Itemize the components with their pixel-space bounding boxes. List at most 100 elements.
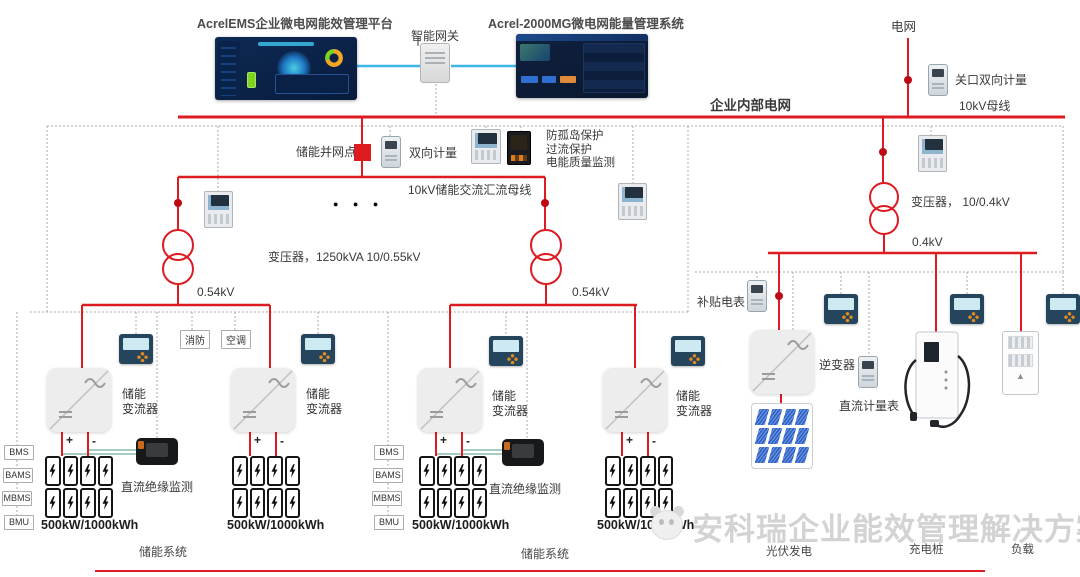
battery-cell (454, 488, 470, 518)
dc-plus-label: + (626, 433, 634, 447)
battery-cell (436, 488, 452, 518)
battery-cell (45, 456, 61, 486)
capacity-label: 500kW/1000kWh (227, 518, 325, 532)
mbms-box: MBMS (2, 491, 32, 506)
pcs-converter-icon (231, 368, 295, 432)
battery-cell (62, 456, 78, 486)
pcs-label-line1: 储能 (492, 389, 517, 403)
battery-cell (622, 488, 638, 518)
lv-voltage-right-label: 0.54kV (572, 285, 610, 299)
dc-meter-icon (858, 356, 878, 388)
warning-triangle-icon: ▲ (1016, 371, 1025, 381)
lv-voltage-left-label: 0.54kV (197, 285, 235, 299)
bams-box: BAMS (373, 468, 403, 483)
pcs-label-line1: 储能 (676, 389, 701, 403)
pcs-label-line2: 变流器 (676, 404, 713, 418)
subsidy-meter-icon (747, 280, 767, 312)
protection-label-line2: 过流保护 (546, 143, 592, 156)
screen-decor (542, 76, 556, 83)
screen-decor (520, 44, 550, 61)
pcs-converter-icon (418, 368, 482, 432)
screen-decor (516, 34, 648, 41)
solar-cell (767, 447, 783, 463)
dc-plus-label: + (440, 433, 448, 447)
screen-decor (560, 76, 576, 83)
protection-label-line3: 电能质量监测 (546, 157, 615, 169)
charging-pile-icon (901, 330, 971, 434)
pcs-meter-icon (671, 336, 705, 366)
battery-cell (657, 456, 673, 486)
logo-decor (650, 506, 661, 517)
pcs-converter-icon (603, 368, 667, 432)
pcc-square-icon (354, 144, 371, 161)
storage-system-label: 储能系统 (521, 547, 570, 561)
pcs-label-line2: 变流器 (122, 402, 159, 416)
load-panel-decor (1008, 354, 1033, 367)
hvac-box: 空调 (221, 330, 251, 349)
insulation-monitor-icon (502, 439, 544, 466)
dc-plus-label: + (66, 433, 74, 447)
smart-gateway-icon (417, 36, 450, 83)
storage-transformer-label: 变压器，1250kVA 10/0.55kV (268, 250, 421, 264)
gateway-metering-label: 关口双向计量 (955, 73, 1028, 87)
solar-cell (767, 428, 783, 444)
capacity-label: 500kW/1000kWh (41, 518, 139, 532)
bidirectional-meter-icon (381, 136, 401, 168)
ems-dashboard-screen (215, 37, 357, 100)
screen-decor (257, 42, 315, 46)
mbms-box: MBMS (372, 491, 402, 506)
gateway-label: 智能网关 (411, 29, 460, 43)
battery-cell (284, 488, 300, 518)
battery-cell (267, 456, 283, 486)
utility-grid-label: 电网 (891, 20, 917, 34)
battery-cell (249, 488, 265, 518)
dc-plus-label: + (254, 433, 262, 447)
load-panel-decor (1008, 336, 1033, 349)
load-label: 负载 (1011, 544, 1034, 556)
solar-cell (794, 447, 810, 463)
inverter-label: 逆变器 (819, 358, 856, 372)
battery-cell (232, 488, 248, 518)
battery-cell (454, 456, 470, 486)
capacity-label: 500kW/1000kWh (412, 518, 510, 532)
battery-cell (419, 488, 435, 518)
battery-cell (62, 488, 78, 518)
solar-cell (781, 447, 797, 463)
insulation-monitor-label: 直流绝缘监测 (489, 482, 562, 496)
bms-box: BMS (4, 445, 34, 460)
screen-decor (325, 49, 343, 67)
pcs-meter-icon (301, 334, 335, 364)
screen-decor (247, 72, 256, 88)
battery-cell (605, 456, 621, 486)
storage-ac-bus-label: 10kV储能交流汇流母线 (408, 183, 532, 197)
battery-cell (80, 456, 96, 486)
charging-pile-label: 充电桩 (909, 544, 944, 556)
pcc-label: 储能并网点 (296, 145, 357, 159)
pv-inverter-icon (750, 330, 814, 394)
solar-panel-icon (751, 403, 813, 469)
bmu-box: BMU (374, 515, 404, 530)
left-platform-title: AcrelEMS企业微电网能效管理平台 (197, 17, 393, 31)
protection-relay-icon (471, 129, 501, 164)
mg-dashboard-screen (516, 34, 648, 98)
mv-bus-label: 10kV母线 (959, 99, 1011, 113)
battery-rack (232, 456, 300, 518)
bms-box: BMS (374, 445, 404, 460)
pcs-label-line1: 储能 (306, 387, 331, 401)
watermark-text: 安科瑞企业能效管理解决方案 (692, 512, 1080, 547)
storage-system-label: 储能系统 (139, 545, 188, 559)
right-platform-title: Acrel-2000MG微电网能量管理系统 (488, 17, 684, 31)
solar-cell (794, 428, 810, 444)
pv-generation-label: 光伏发电 (766, 546, 812, 558)
ellipsis-dots: ● ● ● (333, 199, 385, 209)
dc-minus-label: - (92, 434, 96, 448)
charger-meter-icon (950, 294, 984, 324)
lv-transformer-label: 变压器， 10/0.4kV (911, 195, 1010, 209)
feeder-relay-icon (204, 191, 233, 228)
pcs-label-line2: 变流器 (492, 404, 529, 418)
enterprise-bus-label: 企业内部电网 (710, 98, 791, 113)
pcs-meter-icon (489, 336, 523, 366)
pv-meter-icon (824, 294, 858, 324)
